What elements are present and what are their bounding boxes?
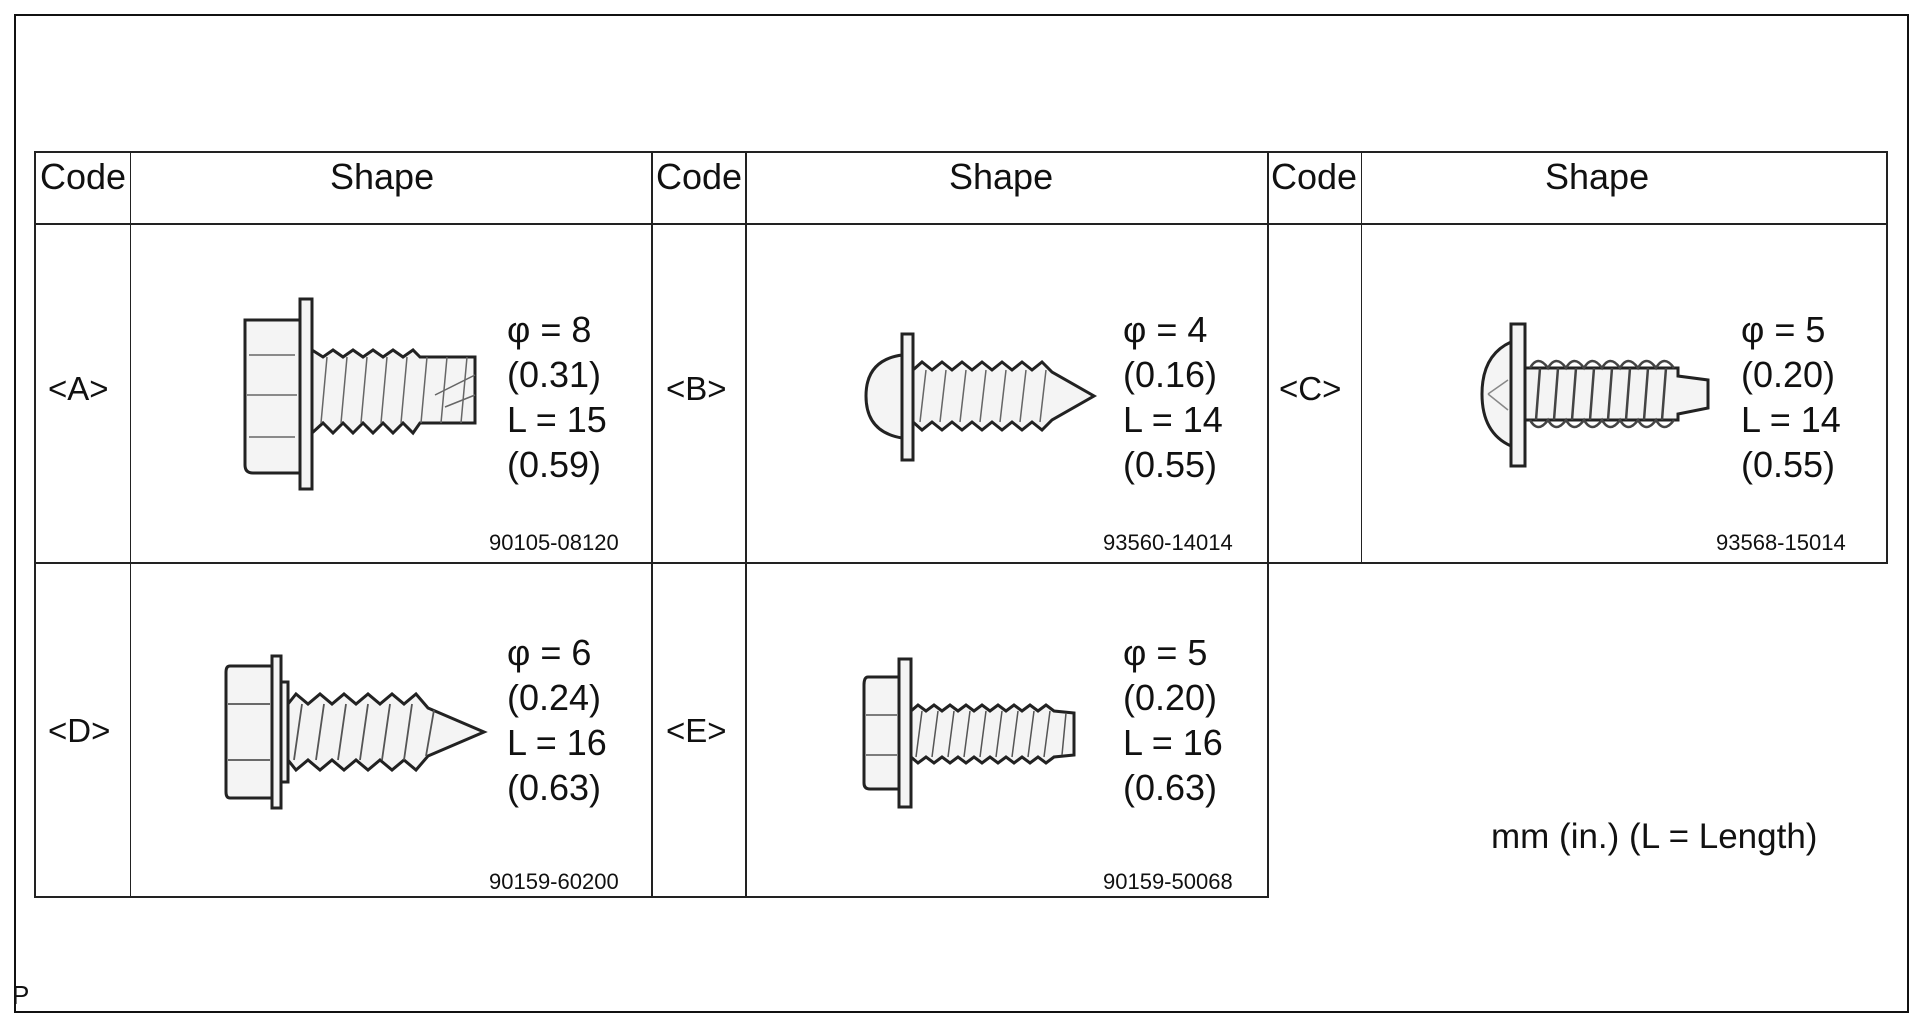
pan-head-screw-icon (1480, 322, 1710, 468)
flange-bolt-icon (243, 297, 477, 491)
spec-diameter-in: (0.24) (507, 677, 602, 718)
code-e: <E> (666, 712, 727, 749)
unit-note: mm (in.) (L = Length) (1491, 817, 1818, 856)
part-number-b: 93560-14014 (1103, 530, 1233, 555)
spec-diameter-in: (0.31) (507, 354, 602, 395)
spec-length: L = 15 (507, 399, 607, 440)
header-code-3: Code (1271, 156, 1358, 197)
spec-a: φ = 8 (0.31) L = 15 (0.59) (507, 307, 607, 487)
spec-diameter-in: (0.16) (1123, 354, 1218, 395)
tapping-screw-icon (864, 332, 1098, 462)
spec-length: L = 14 (1741, 399, 1841, 440)
hex-washer-screw-icon (862, 657, 1076, 809)
spec-diameter: φ = 6 (507, 632, 592, 673)
code-b: <B> (666, 370, 727, 407)
code-c: <C> (1279, 370, 1342, 407)
part-number-c: 93568-15014 (1716, 530, 1846, 555)
part-number-e: 90159-50068 (1103, 869, 1233, 894)
part-number-a: 90105-08120 (489, 530, 619, 555)
spec-length-in: (0.55) (1741, 444, 1836, 485)
spec-b: φ = 4 (0.16) L = 14 (0.55) (1123, 307, 1223, 487)
part-number-d: 90159-60200 (489, 869, 619, 894)
spec-length: L = 14 (1123, 399, 1223, 440)
spec-diameter: φ = 8 (507, 309, 592, 350)
spec-e: φ = 5 (0.20) L = 16 (0.63) (1123, 630, 1223, 810)
spec-diameter: φ = 5 (1123, 632, 1208, 673)
code-a: <A> (48, 370, 109, 407)
spec-c: φ = 5 (0.20) L = 14 (0.55) (1741, 307, 1841, 487)
header-code-1: Code (40, 156, 127, 197)
corner-label: P (12, 980, 30, 1010)
spec-length-in: (0.59) (507, 444, 602, 485)
header-shape-1: Shape (330, 156, 435, 197)
spec-d: φ = 6 (0.24) L = 16 (0.63) (507, 630, 607, 810)
spec-length-in: (0.55) (1123, 444, 1218, 485)
spec-diameter-in: (0.20) (1123, 677, 1218, 718)
spec-diameter: φ = 5 (1741, 309, 1826, 350)
hex-tapping-screw-icon (224, 654, 488, 810)
header-code-2: Code (656, 156, 743, 197)
header-shape-2: Shape (949, 156, 1054, 197)
spec-length-in: (0.63) (507, 767, 602, 808)
code-d: <D> (48, 712, 111, 749)
spec-length-in: (0.63) (1123, 767, 1218, 808)
spec-length: L = 16 (507, 722, 607, 763)
spec-diameter: φ = 4 (1123, 309, 1208, 350)
spec-diameter-in: (0.20) (1741, 354, 1836, 395)
header-shape-3: Shape (1545, 156, 1650, 197)
figure-frame (14, 14, 1909, 1013)
spec-length: L = 16 (1123, 722, 1223, 763)
